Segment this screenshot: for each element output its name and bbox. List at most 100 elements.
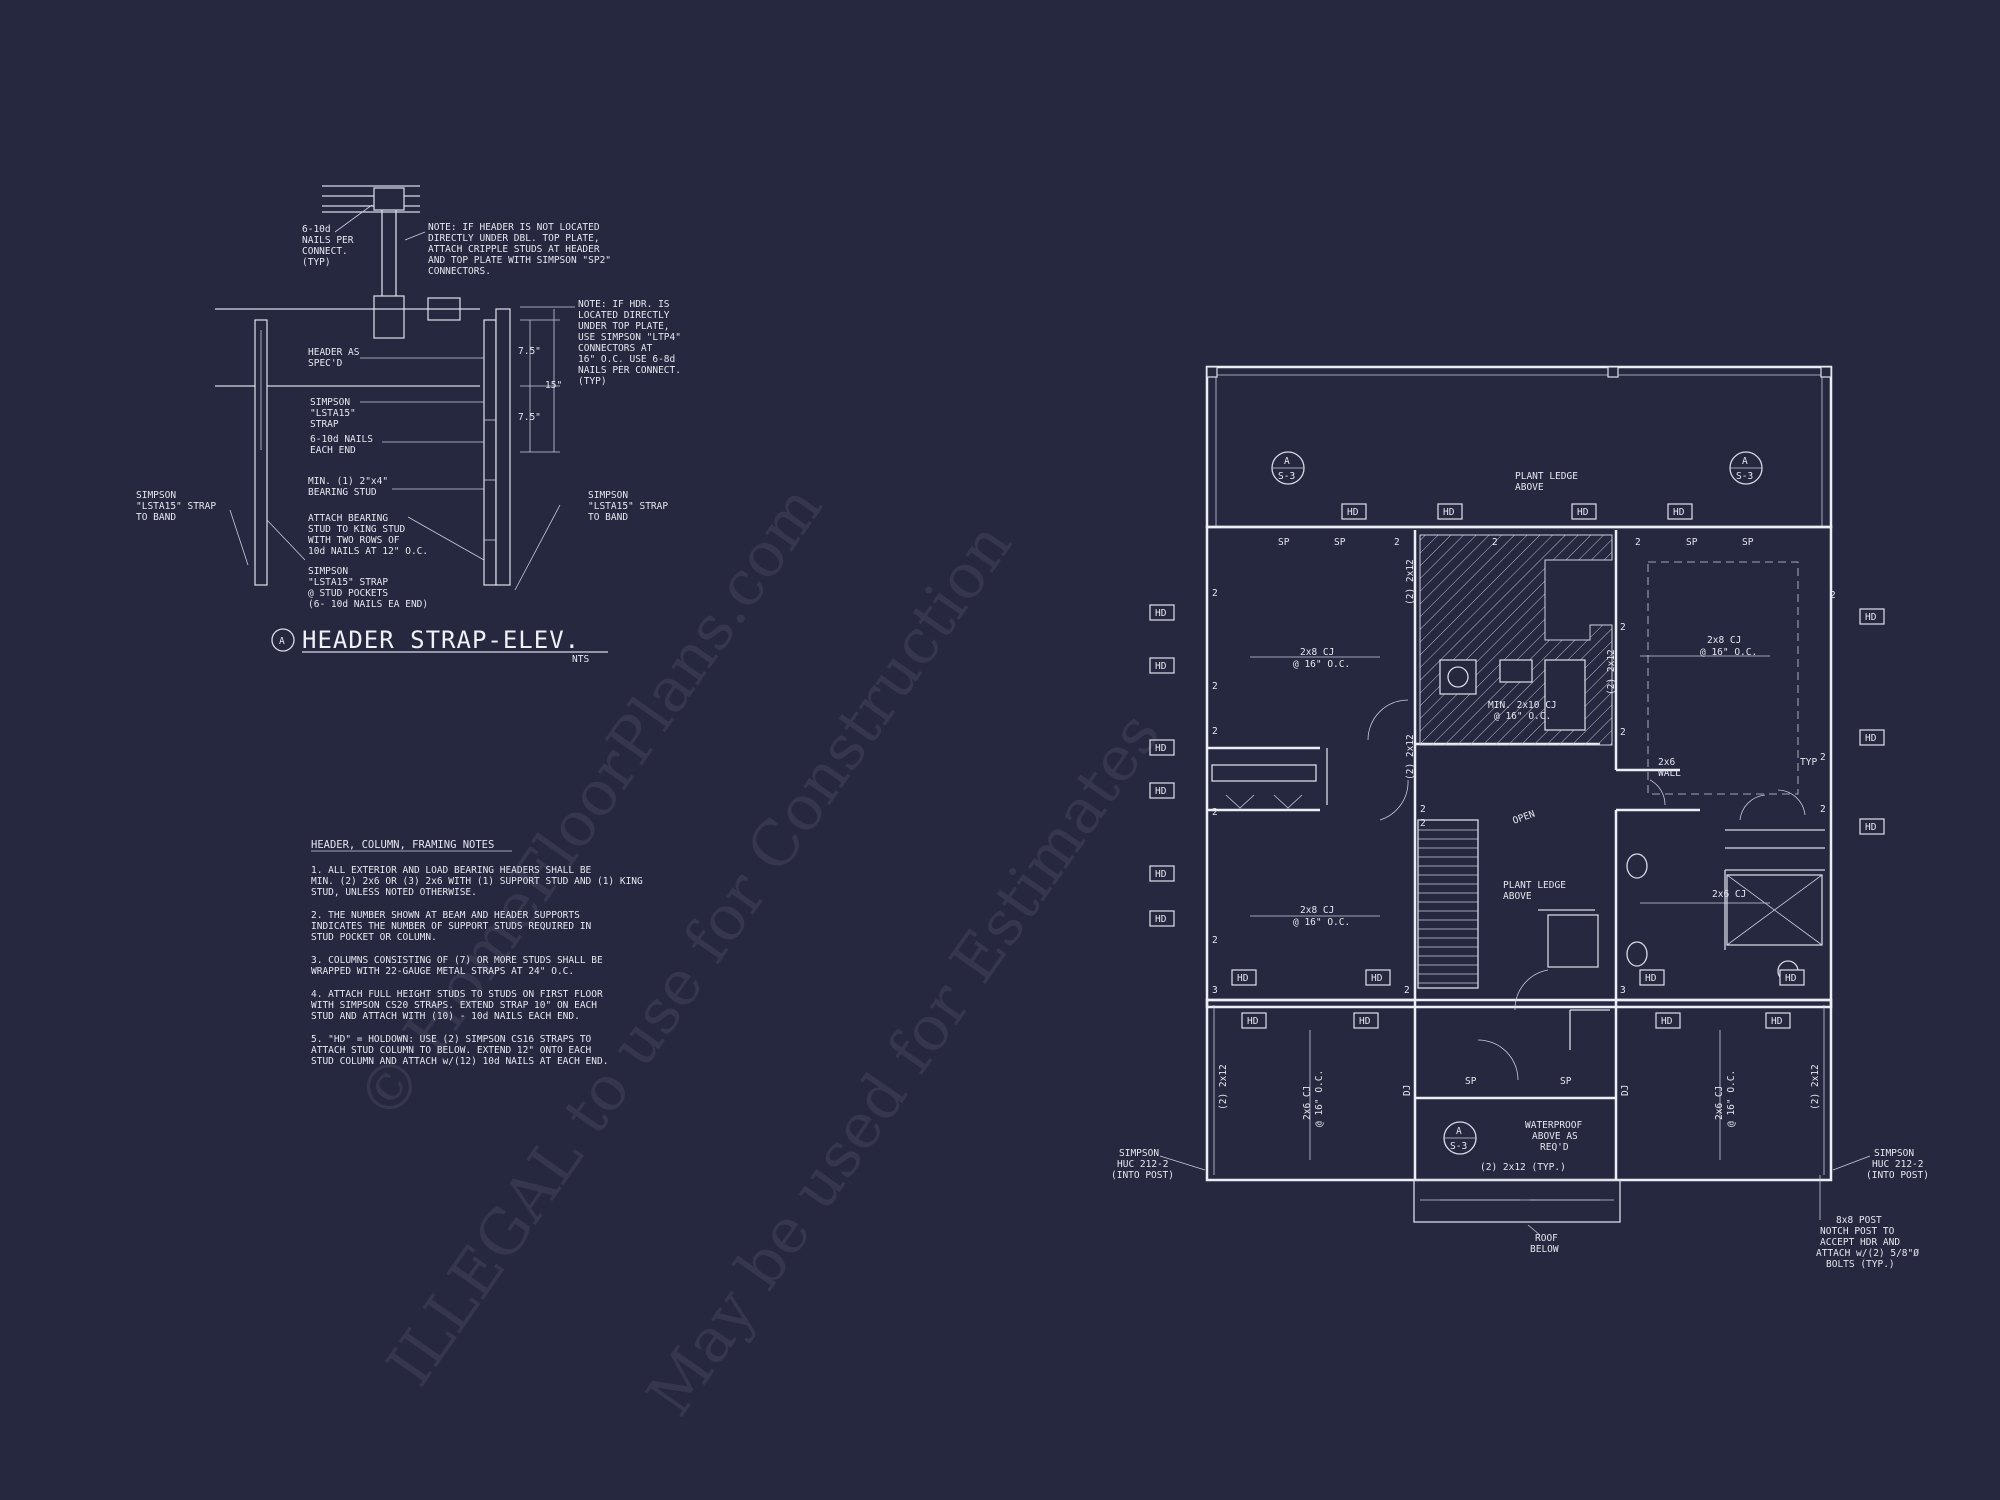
cj-label-upper-left: 2x8 CJ @ 16" O.C. [1293,647,1350,670]
svg-text:2: 2 [1820,752,1826,763]
detail-title-letter: A [279,636,285,647]
svg-text:HD: HD [1237,973,1249,984]
section-marker-bottom: A S-3 [1443,1121,1477,1155]
label-nails-each-end: 6-10d NAILS EACH END [310,434,379,456]
svg-text:HD: HD [1673,507,1685,518]
stair [1417,819,1479,989]
hd-tag: HD [1149,604,1175,621]
svg-text:HD: HD [1359,1016,1371,1027]
svg-text:2: 2 [1830,590,1836,601]
sp-label: SP [1278,537,1290,548]
simpson-huc-right: SIMPSON HUC 212-2 (INTO POST) [1866,1148,1929,1181]
svg-text:HD: HD [1865,822,1877,833]
hd-tag: HD [1779,969,1805,986]
plant-ledge-lower: PLANT LEDGE ABOVE [1503,880,1572,902]
hd-tag: HD [1365,969,1391,986]
svg-text:3: 3 [1212,985,1218,996]
svg-text:HD: HD [1155,869,1167,880]
hd-tag: HD [1353,1012,1379,1029]
svg-text:A: A [1284,456,1290,467]
label-nails-per-connect: 6-10d NAILS PER CONNECT. (TYP) [302,224,359,268]
hd-tag: HD [1149,657,1175,674]
cj-label-lower-left: 2x8 CJ @ 16" O.C. [1293,905,1350,928]
hd-tag: HD [1859,818,1885,835]
label-lsta15-strap: SIMPSON "LSTA15" STRAP [310,397,362,430]
sp-label: SP [1560,1076,1572,1087]
watermark-line-3: May be used for Estimates [632,699,1173,1429]
section-marker-right: A S-3 [1729,451,1763,485]
note-3: 3. COLUMNS CONSISTING OF (7) OR MORE STU… [311,955,608,977]
svg-text:2: 2 [1212,935,1218,946]
min-2x10-label: MIN. 2x10 CJ @ 16" O.C. [1488,700,1562,722]
cj-label-upper-right: 2x8 CJ @ 16" O.C. [1700,635,1757,658]
hd-tag: HD [1639,969,1665,986]
side-2x12-left: (2) 2x12 [1218,1064,1229,1110]
sp-labels: SP SP SP SP SP SP [1278,537,1754,1087]
svg-text:HD: HD [1155,661,1167,672]
dim-3: 7.5" [518,412,541,423]
stud-counts: 2 2 2 2 2 3 2 2 2 2 2 2 2 2 3 2 2 2 [1212,537,1836,996]
svg-text:HD: HD [1155,786,1167,797]
svg-text:2: 2 [1620,622,1626,633]
sp-label: SP [1686,537,1698,548]
hd-tag: HD [1655,1012,1681,1029]
hd-tag: HD [1571,503,1597,520]
svg-text:HD: HD [1155,914,1167,925]
svg-text:2: 2 [1492,537,1498,548]
svg-text:2: 2 [1635,537,1641,548]
svg-text:S-3: S-3 [1450,1141,1467,1152]
svg-text:S-3: S-3 [1736,471,1753,482]
label-stud-pockets: SIMPSON "LSTA15" STRAP @ STUD POCKETS (6… [308,566,428,610]
detail-labels: 6-10d NAILS PER CONNECT. (TYP) NOTE: IF … [136,222,687,610]
svg-text:HD: HD [1443,507,1455,518]
framing-plan [1159,365,1871,1236]
side-2x12-bath: (2) 2x12 [1405,559,1416,605]
dj-label: DJ [1620,1085,1631,1096]
dj-label: DJ [1402,1085,1413,1096]
sp-label: SP [1334,537,1346,548]
detail-title: A HEADER STRAP-ELEV. NTS [271,626,608,665]
svg-text:HD: HD [1661,1016,1673,1027]
hd-tag: HD [1231,969,1257,986]
hd-tag: HD [1667,503,1693,520]
hd-tag: HD [1859,729,1885,746]
svg-text:A: A [1456,1126,1462,1137]
note-5: 5. "HD" = HOLDOWN: USE (2) SIMPSON CS16 … [311,1034,608,1067]
plan-labels: 2x8 CJ @ 16" O.C. 2x8 CJ @ 16" O.C. 2x8 … [1111,471,1929,1270]
svg-text:HD: HD [1785,973,1797,984]
hd-tags: HD HD HD HD HD HD HD HD HD HD HD HD HD H… [1149,503,1885,1029]
svg-text:2: 2 [1212,681,1218,692]
hd-tag: HD [1859,608,1885,625]
svg-text:2: 2 [1420,818,1426,829]
header-strap-detail: 7.5" 15" 7.5" [215,185,575,591]
typ-label: TYP [1800,757,1817,768]
svg-text:HD: HD [1645,973,1657,984]
waterproof-label: WATERPROOF ABOVE AS REQ'D [1525,1120,1588,1153]
note-2: 2. THE NUMBER SHOWN AT BEAM AND HEADER S… [311,910,597,943]
cj-label-bottom-right: 2x6 CJ @ 16" O.C. [1714,1070,1737,1127]
svg-text:2: 2 [1212,807,1218,818]
svg-text:HD: HD [1771,1016,1783,1027]
label-strap-to-band-right: SIMPSON "LSTA15" STRAP TO BAND [588,490,674,523]
svg-text:HD: HD [1247,1016,1259,1027]
svg-text:2: 2 [1820,804,1826,815]
svg-text:2: 2 [1404,985,1410,996]
svg-text:HD: HD [1155,743,1167,754]
notes-heading: HEADER, COLUMN, FRAMING NOTES [311,839,494,851]
section-marker-left: A S-3 [1271,451,1305,485]
svg-text:2: 2 [1620,727,1626,738]
svg-text:2: 2 [1212,726,1218,737]
plant-ledge-upper: PLANT LEDGE ABOVE [1515,471,1584,493]
svg-text:HD: HD [1865,733,1877,744]
label-note-ltp4: NOTE: IF HDR. IS LOCATED DIRECTLY UNDER … [578,299,687,387]
simpson-huc-left: SIMPSON HUC 212-2 (INTO POST) [1111,1148,1174,1181]
roof-below-label: ROOF BELOW [1530,1233,1564,1255]
svg-text:2: 2 [1394,537,1400,548]
watermark: © HomeFloorPlans.com ILLEGAL to use for … [342,472,1173,1429]
sp-label: SP [1742,537,1754,548]
side-2x12-stair: (2) 2x12 [1405,734,1416,780]
svg-text:3: 3 [1620,985,1626,996]
svg-text:HD: HD [1347,507,1359,518]
open-label: OPEN [1511,809,1537,827]
